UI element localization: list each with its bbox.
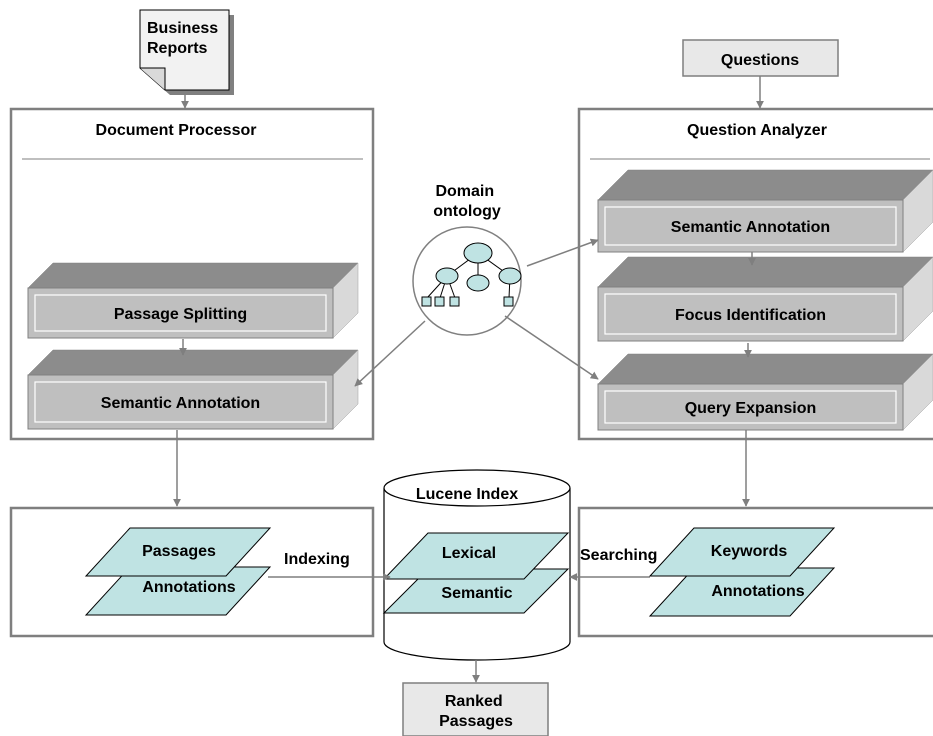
questions-box: Questions (682, 39, 839, 77)
semantic-layer: Semantic (382, 568, 570, 614)
q-annotations-layer: Annotations (648, 567, 836, 617)
keywords-layer-label: Keywords (711, 543, 788, 560)
question-analyzer-container: Question Analyzer (577, 107, 933, 441)
arrow-ontology-to-query-expansion (504, 315, 599, 380)
focus-identification-box-label: Focus Identification (675, 307, 826, 324)
passage-splitting-box: Passage Splitting (27, 262, 359, 339)
business-reports-document: Business Reports (139, 9, 234, 95)
lexical-layer: Lexical (382, 532, 570, 580)
lucene-index-title: Lucene Index (416, 486, 518, 503)
domain-ontology: Domain ontology (412, 183, 522, 336)
passages-layer-label: Passages (142, 543, 216, 560)
q-annotations-layer-label: Annotations (711, 583, 804, 600)
passages-layer: Passages (84, 527, 272, 577)
question-analyzer-title: Question Analyzer (687, 122, 827, 139)
document-output-container (9, 506, 375, 638)
doc-semantic-annotation-box-label: Semantic Annotation (101, 395, 260, 412)
document-processor-container: Document Processor (9, 107, 375, 441)
indexing-label: Indexing (284, 551, 350, 568)
searching-label: Searching (580, 547, 657, 564)
doc-semantic-annotation-box: Semantic Annotation (27, 349, 359, 430)
keywords-layer: Keywords (648, 527, 836, 577)
lexical-layer-label: Lexical (442, 545, 496, 562)
semantic-layer-label: Semantic (441, 585, 512, 602)
business-reports-label: Business Reports (147, 20, 223, 57)
ontology-tree-icon (421, 242, 522, 307)
focus-identification-box: Focus Identification (597, 256, 933, 342)
q-semantic-annotation-box: Semantic Annotation (597, 169, 933, 253)
annotations-layer-label: Annotations (142, 579, 235, 596)
ranked-passages-label: Ranked Passages (439, 693, 513, 730)
arrow-ontology-to-doc-annotation (354, 320, 426, 387)
arrow-ontology-to-q-annotation (526, 238, 599, 267)
passage-splitting-box-label: Passage Splitting (114, 306, 247, 323)
document-processor-title: Document Processor (96, 122, 257, 139)
connectors (173, 76, 764, 683)
query-expansion-box-label: Query Expansion (685, 400, 817, 417)
ranked-passages-box: Ranked Passages (402, 682, 549, 736)
domain-ontology-label: Domain ontology (433, 183, 501, 220)
questions-label: Questions (721, 52, 799, 69)
q-semantic-annotation-box-label: Semantic Annotation (671, 219, 830, 236)
query-output-container (577, 506, 933, 638)
query-expansion-box: Query Expansion (597, 353, 933, 431)
